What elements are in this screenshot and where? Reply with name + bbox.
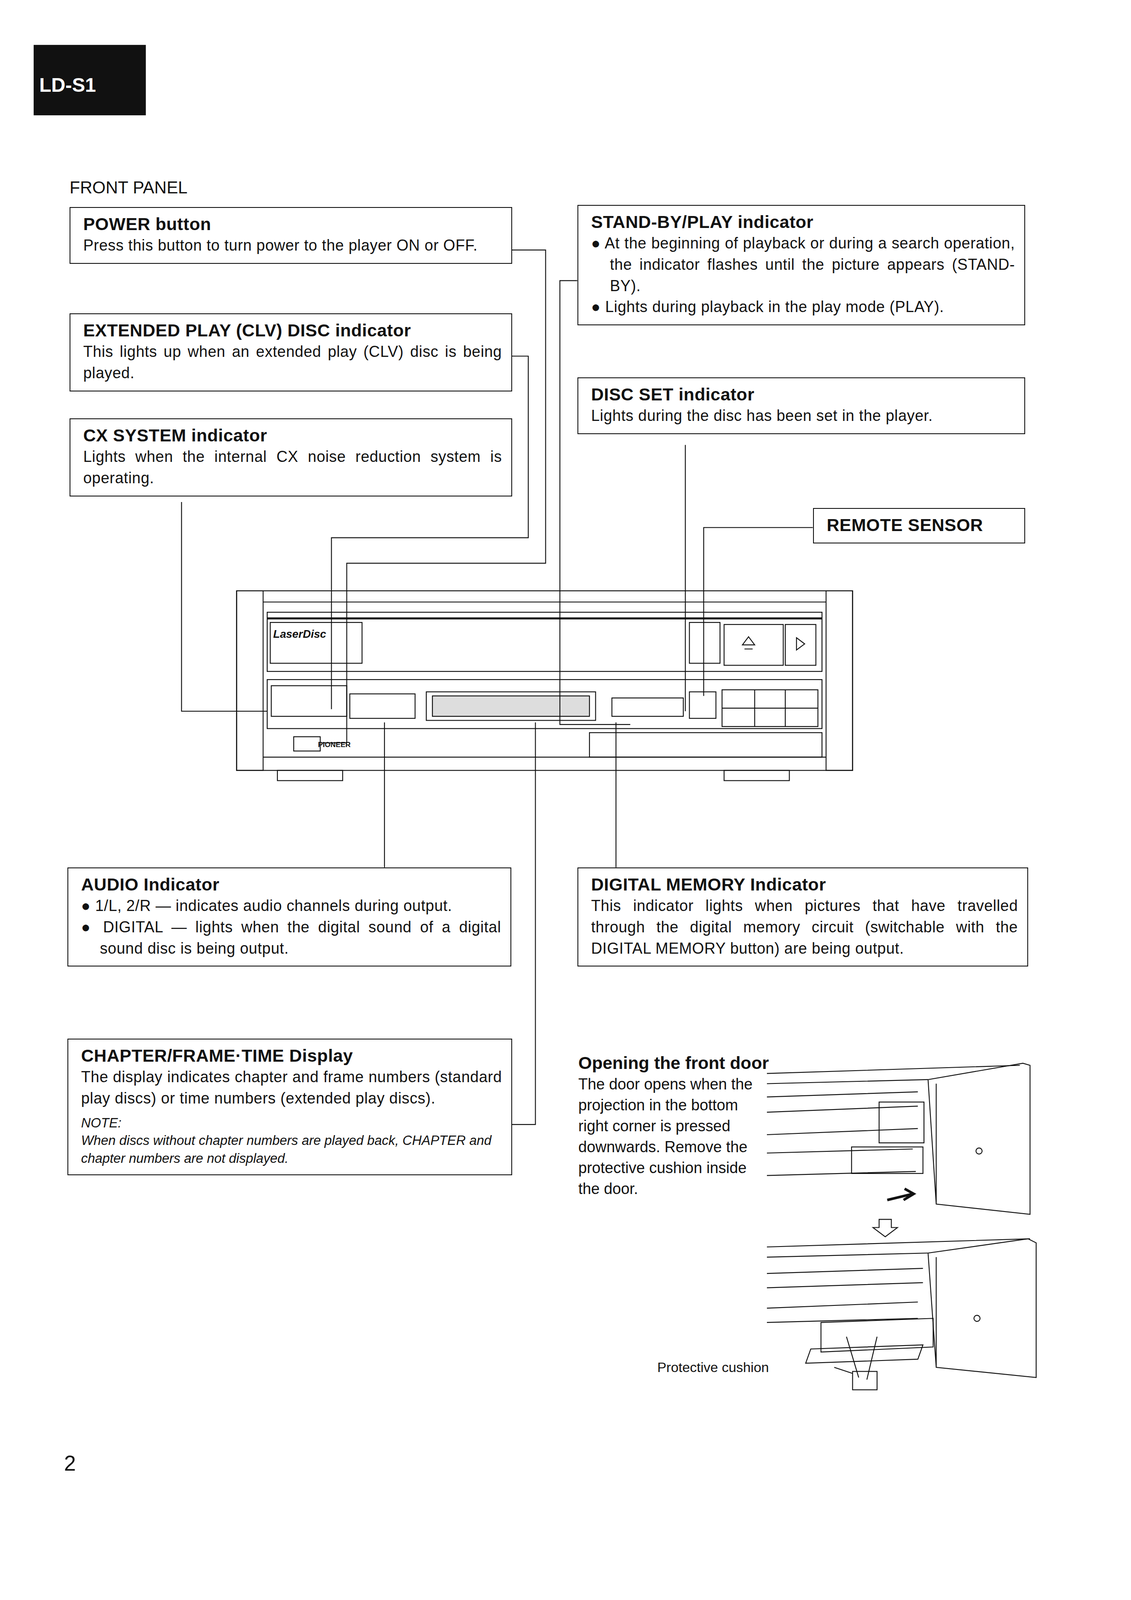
callout-heading: DISC SET indicator (591, 384, 1015, 406)
callout-box: REMOTE SENSOR (813, 507, 1026, 544)
callout-heading: STAND-BY/PLAY indicator (591, 211, 1015, 233)
callout-box: DIGITAL MEMORY IndicatorThis indicator l… (577, 867, 1029, 967)
callout-body: This lights up when an extended play (CL… (83, 341, 502, 384)
callout-body: Press this button to turn power to the p… (83, 234, 502, 257)
callout-box: DISC SET indicatorLights during the disc… (577, 377, 1026, 435)
callout-body: ● At the beginning of playback or during… (591, 232, 1015, 297)
callout-body: Lights when the internal CX noise reduct… (83, 445, 502, 489)
part-name: Protective cushion (657, 1358, 837, 1377)
callout-body: ● DIGITAL — lights when the digital soun… (81, 916, 502, 959)
note-text: When discs without chapter numbers are p… (81, 1131, 502, 1168)
callout-box: POWER buttonPress this button to turn po… (69, 206, 513, 264)
instruction-text: The door opens when the projection in th… (578, 1073, 767, 1199)
callout-heading: CHAPTER/FRAME·TIME Display (81, 1045, 502, 1067)
callout-heading: DIGITAL MEMORY Indicator (591, 874, 1018, 895)
model-tab: LD-S1 (39, 71, 138, 99)
section-title: FRONT PANEL (69, 175, 369, 199)
callout-box: CX SYSTEM indicatorLights when the inter… (69, 418, 513, 497)
callout-heading: POWER button (83, 213, 502, 235)
callout-body: ● Lights during playback in the play mod… (591, 296, 1015, 318)
callout-box: EXTENDED PLAY (CLV) DISC indicatorThis l… (69, 313, 513, 392)
callout-heading: CX SYSTEM indicator (83, 425, 502, 446)
sub-heading: Opening the front door (578, 1051, 929, 1075)
logo-text: LaserDisc (273, 626, 363, 642)
callout-heading: REMOTE SENSOR (826, 514, 1015, 536)
callout-heading: EXTENDED PLAY (CLV) DISC indicator (83, 320, 502, 342)
callout-body: ● 1/L, 2/R — indicates audio channels du… (81, 894, 502, 917)
callout-heading: AUDIO Indicator (81, 874, 502, 895)
callout-box: CHAPTER/FRAME·TIME DisplayThe display in… (67, 1038, 513, 1175)
callout-body: This indicator lights when pictures that… (591, 894, 1018, 959)
callout-box: STAND-BY/PLAY indicator● At the beginnin… (577, 204, 1026, 326)
page-number: 2 (64, 1448, 99, 1478)
note-text: NOTE: (81, 1113, 502, 1132)
brand-text: PIONEER (317, 740, 370, 750)
callout-body: Lights during the disc has been set in t… (591, 405, 1015, 427)
callout-box: AUDIO Indicator● 1/L, 2/R — indicates au… (67, 867, 512, 967)
callout-body: The display indicates chapter and frame … (81, 1066, 502, 1109)
